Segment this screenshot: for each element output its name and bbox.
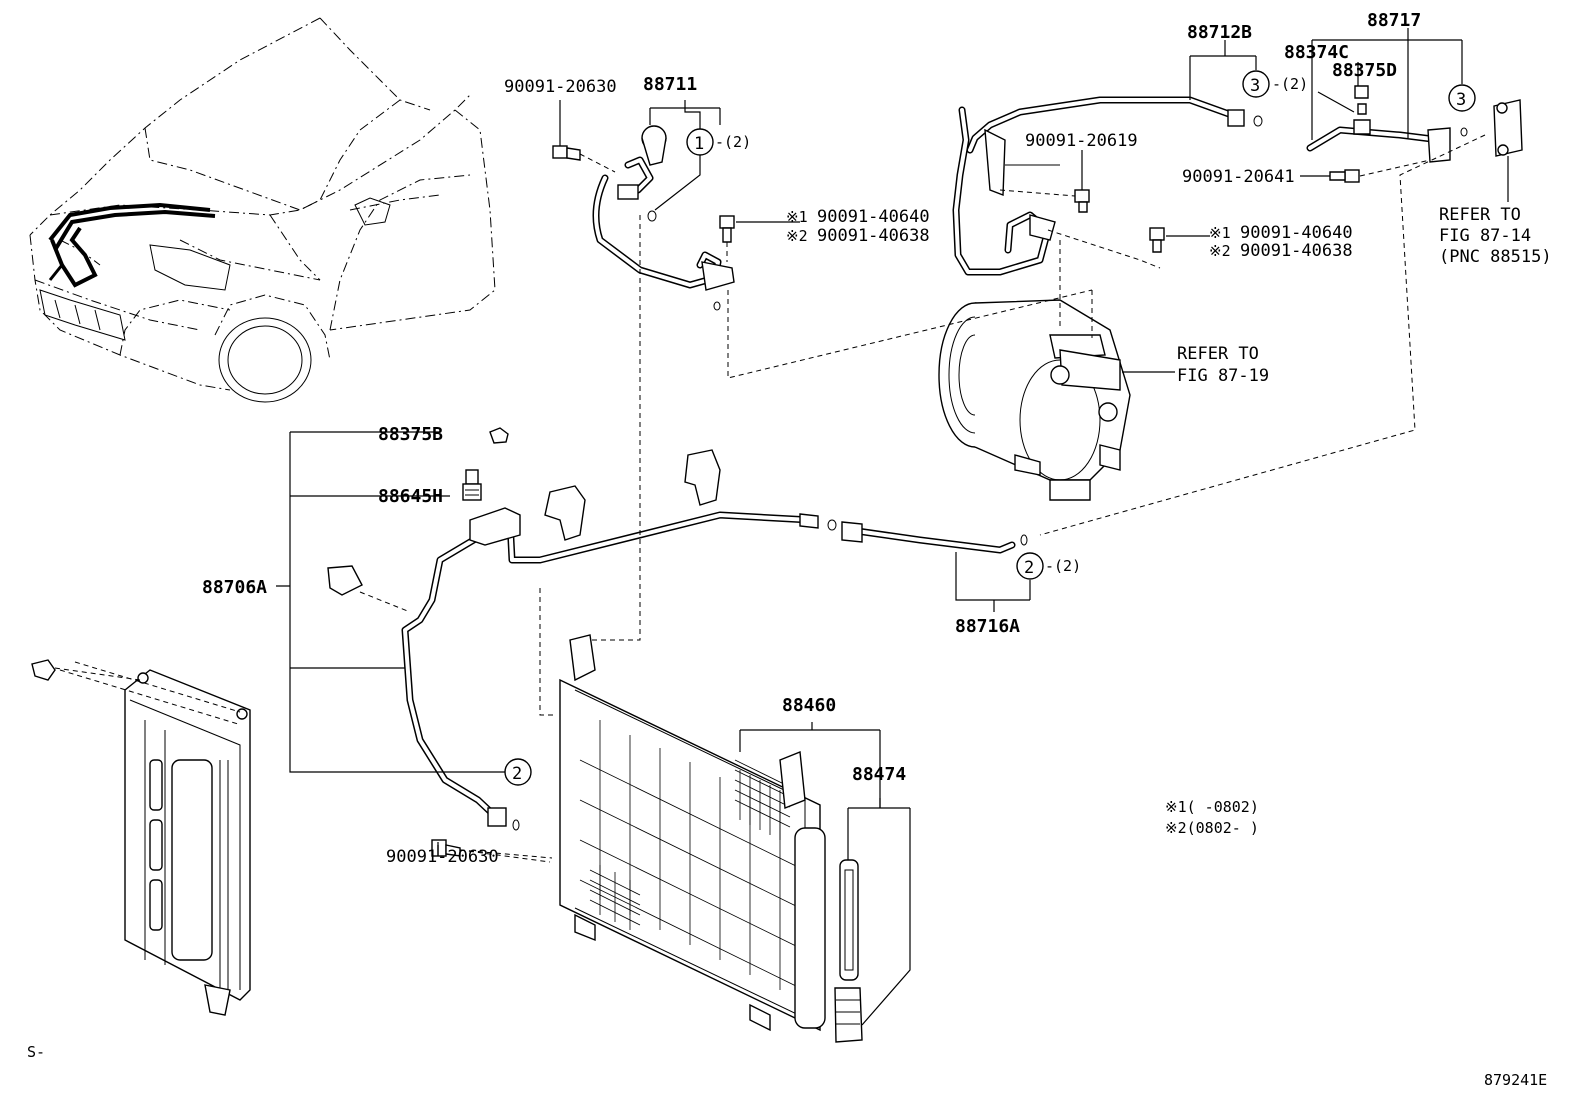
label-s1-mark-b: ※1 <box>1209 224 1231 242</box>
label-refer-87-19-line2: FIG 87-19 <box>1177 366 1269 386</box>
note-1: ※1( -0802) <box>1165 798 1259 816</box>
corner-code: S- <box>27 1043 45 1061</box>
clamp-icons <box>327 449 721 613</box>
callout-2b-qty: -(2) <box>1045 557 1081 575</box>
dashed-line-condenser-top <box>539 588 556 716</box>
callout-3: 3 -(2) <box>1242 70 1308 98</box>
label-88645h: 88645H <box>378 486 443 507</box>
bolt-90091-20630-top-icon <box>552 100 616 173</box>
label-90091-40638-b: 90091-40638 <box>1240 241 1353 261</box>
leader-88474 <box>847 798 911 1026</box>
callout-3-number: 3 <box>1250 76 1260 96</box>
dashed-line-88711 <box>570 215 641 641</box>
label-90091-20630-top: 90091-20630 <box>504 77 617 97</box>
bolt-90091-40640-b-icon <box>1047 227 1210 269</box>
label-90091-20619: 90091-20619 <box>1025 131 1138 151</box>
label-88717: 88717 <box>1367 10 1421 31</box>
callout-2b: 2 -(2) <box>1016 552 1081 580</box>
tube-88717 <box>1306 85 1468 163</box>
shroud-illustration <box>124 669 251 1016</box>
note-2: ※2(0802- ) <box>1165 819 1259 837</box>
callout-3b: 3 <box>1448 84 1476 112</box>
label-88375d: 88375D <box>1332 60 1397 81</box>
label-s1-mark-a: ※1 <box>786 208 808 226</box>
callout-3-qty: -(2) <box>1272 75 1308 93</box>
callout-1-qty: -(2) <box>715 133 751 151</box>
callout-2: 2 <box>504 758 532 786</box>
label-refer-87-14-line3: (PNC 88515) <box>1439 247 1552 267</box>
leader-88706a <box>276 431 505 773</box>
label-88474: 88474 <box>852 764 906 785</box>
bolt-90091-20641-icon <box>1300 159 1431 183</box>
label-refer-87-14-line2: FIG 87-14 <box>1439 226 1531 246</box>
label-90091-40640-b: 90091-40640 <box>1240 223 1353 243</box>
label-90091-40638-a: 90091-40638 <box>817 226 930 246</box>
label-s2-mark-a: ※2 <box>786 227 808 245</box>
label-88374c: 88374C <box>1284 42 1349 63</box>
label-refer-87-14-line1: REFER TO <box>1439 205 1521 225</box>
bolt-90091-20630-bottom-icon <box>431 839 553 859</box>
label-88716a: 88716A <box>955 616 1020 637</box>
dryer-88474 <box>834 859 863 1043</box>
callout-1: 1 -(2) <box>686 128 751 156</box>
label-88711: 88711 <box>643 74 697 95</box>
callout-1-number: 1 <box>694 134 704 154</box>
callout-3b-number: 3 <box>1456 90 1466 110</box>
condenser-illustration <box>559 634 826 1032</box>
dashed-line-evap <box>1039 134 1486 536</box>
label-s2-mark-b: ※2 <box>1209 242 1231 260</box>
leader-88460 <box>739 722 881 808</box>
leader-88711 <box>654 108 701 211</box>
suction-hose-88711 <box>592 125 735 311</box>
expansion-valve-icon <box>1493 99 1523 202</box>
callout-2b-number: 2 <box>1024 558 1034 578</box>
discharge-hose-88712b <box>952 96 1263 276</box>
pressure-switch-icon <box>462 469 482 501</box>
label-88712b: 88712B <box>1187 22 1252 43</box>
compressor-illustration <box>938 240 1175 501</box>
label-90091-20641: 90091-20641 <box>1182 167 1295 187</box>
bolt-90091-20619-icon <box>999 150 1090 213</box>
bolt-90091-40640-a-icon <box>719 215 800 262</box>
leader-88717 <box>1311 28 1463 140</box>
label-90091-20630-bottom: 90091-20630 <box>386 847 499 867</box>
leader-88712b <box>1189 40 1257 100</box>
label-refer-87-19-line1: REFER TO <box>1177 344 1259 364</box>
dashed-line-suction <box>727 289 1093 379</box>
part-labels: 88711 90091-20630 88712B 88717 88374C 88… <box>27 10 1552 1089</box>
liquid-tube-88706a <box>401 507 837 831</box>
label-88375b: 88375B <box>378 424 443 445</box>
vehicle-illustration <box>29 17 496 403</box>
tube-88716a <box>841 521 1028 554</box>
leader-88716a <box>955 552 1031 612</box>
nut-88375b-icon <box>489 427 509 444</box>
label-90091-40640-a: 90091-40640 <box>817 207 930 227</box>
label-88706a: 88706A <box>202 577 267 598</box>
callout-2-number: 2 <box>512 764 522 784</box>
label-88460: 88460 <box>782 695 836 716</box>
figure-id: 879241E <box>1484 1071 1547 1089</box>
clip-icon <box>31 659 241 725</box>
